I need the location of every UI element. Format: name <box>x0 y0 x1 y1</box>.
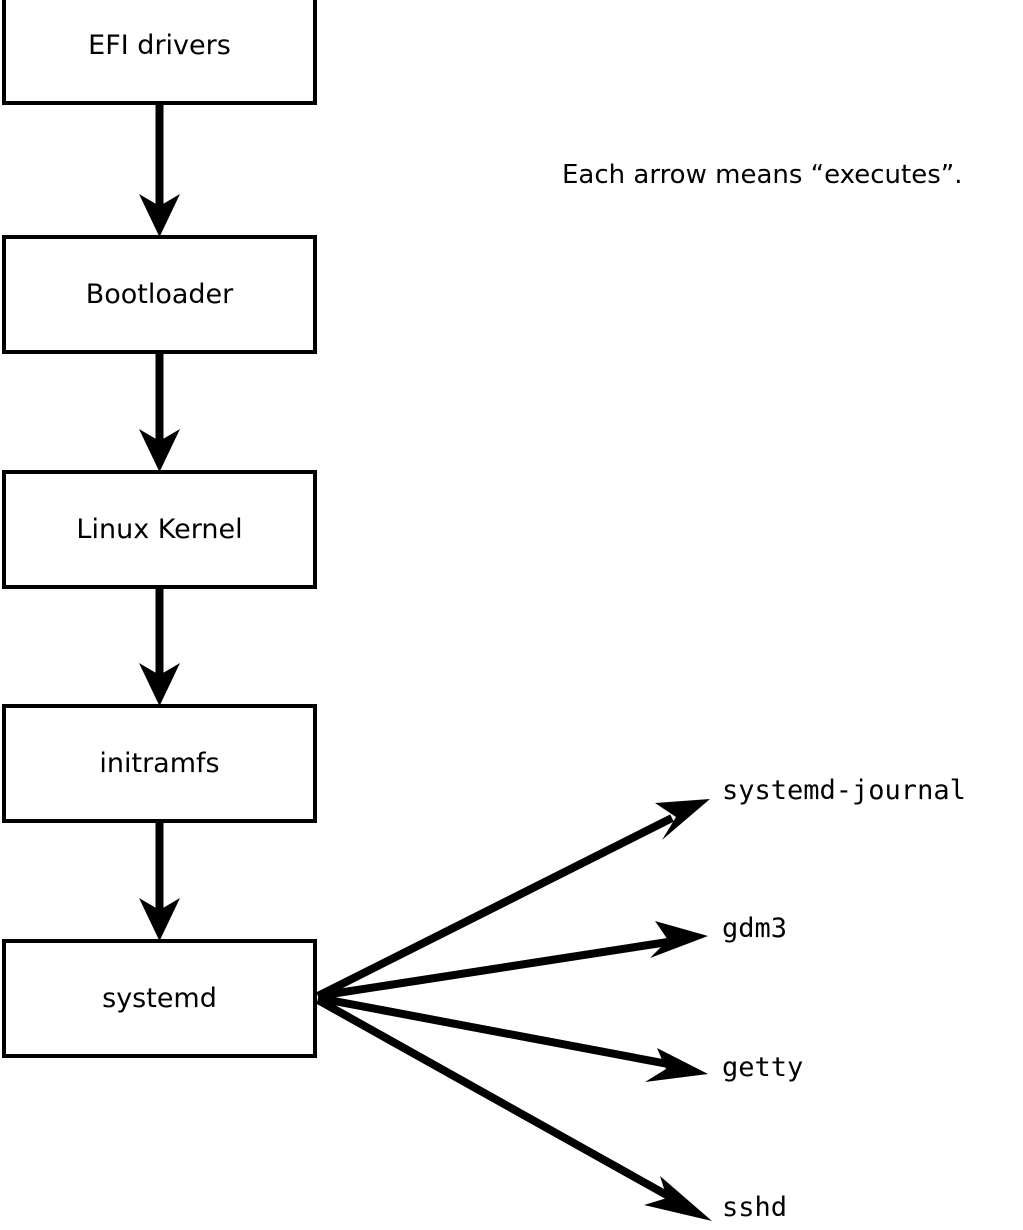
node-bootloader[interactable]: Bootloader <box>2 235 317 354</box>
node-label: initramfs <box>99 748 220 779</box>
arrow-initramfs-to-systemd <box>139 820 180 941</box>
service-label-getty[interactable]: getty <box>722 1052 804 1083</box>
node-efi-drivers[interactable]: EFI drivers <box>2 0 317 105</box>
service-label-gdm3[interactable]: gdm3 <box>722 913 788 944</box>
service-label-sshd[interactable]: sshd <box>722 1192 788 1223</box>
node-initramfs[interactable]: initramfs <box>2 704 317 823</box>
node-linux-kernel[interactable]: Linux Kernel <box>2 470 317 589</box>
arrow-bootloader-to-kernel <box>139 352 180 472</box>
arrow-systemd-to-sshd <box>316 996 712 1221</box>
node-label: Bootloader <box>85 279 234 310</box>
arrow-efi-to-bootloader <box>139 105 180 237</box>
node-label: systemd <box>102 983 217 1014</box>
arrow-kernel-to-initramfs <box>139 586 180 706</box>
arrow-systemd-to-gdm3 <box>317 921 708 1000</box>
service-label-systemd-journal[interactable]: systemd-journal <box>722 775 966 806</box>
arrow-systemd-to-systemd-journal <box>316 799 710 1000</box>
legend-text: Each arrow means “executes”. <box>562 160 963 190</box>
node-systemd[interactable]: systemd <box>2 939 317 1058</box>
node-label: EFI drivers <box>88 30 231 61</box>
node-label: Linux Kernel <box>76 514 243 545</box>
arrow-systemd-to-getty <box>317 994 708 1082</box>
